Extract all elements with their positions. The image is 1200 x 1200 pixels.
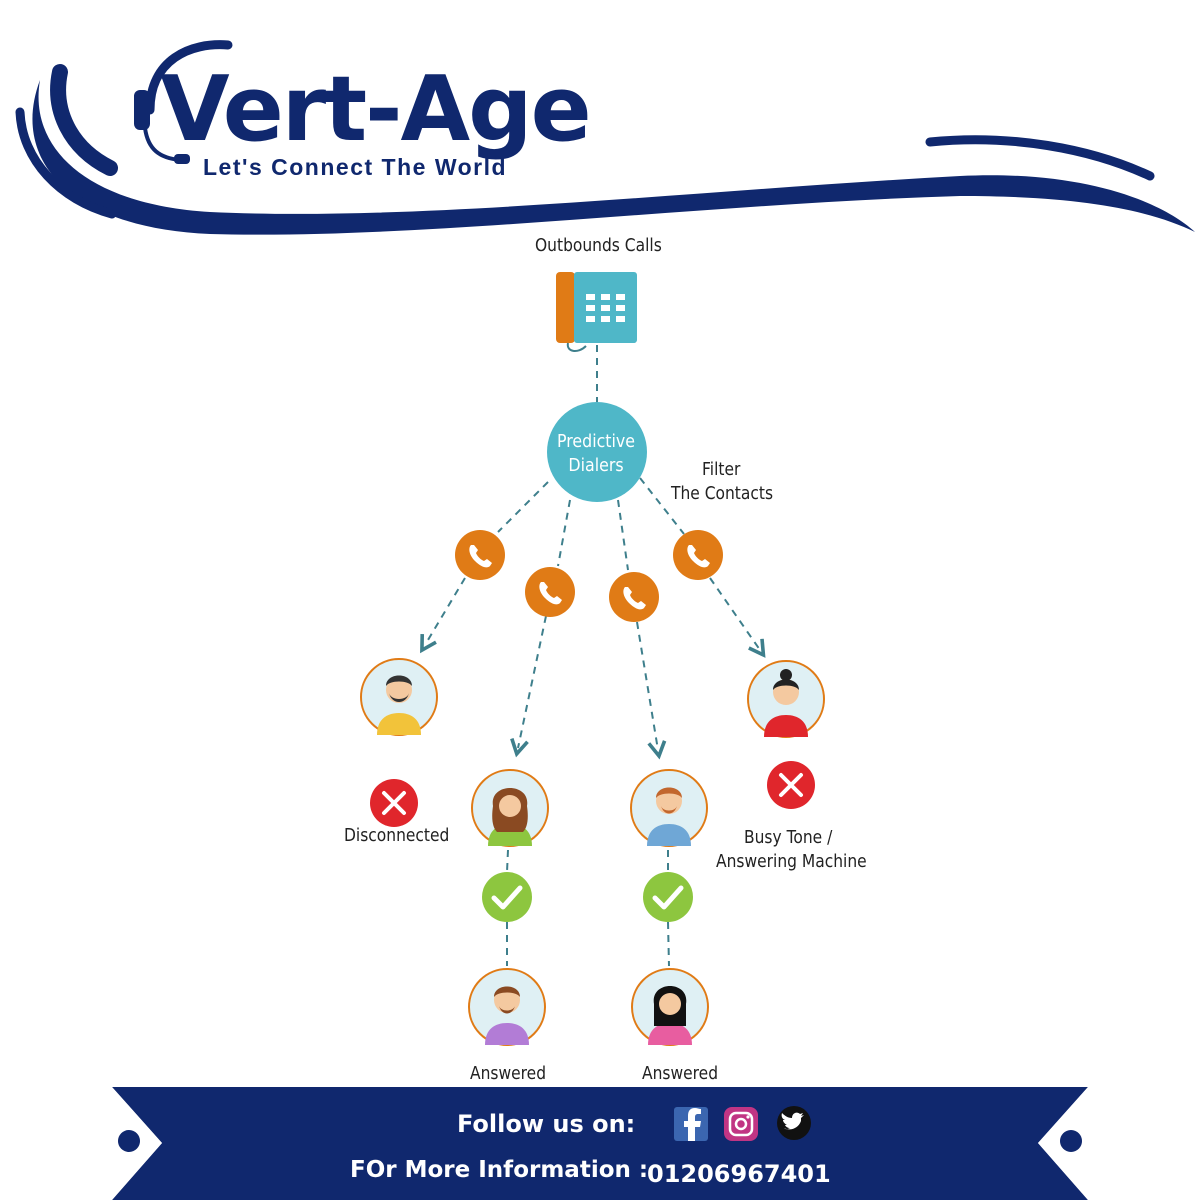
instagram-icon[interactable] bbox=[724, 1107, 758, 1141]
headset-logo-icon bbox=[134, 40, 233, 164]
contact-avatar-man bbox=[468, 968, 546, 1046]
busy-label-line2: Answering Machine bbox=[716, 851, 867, 872]
header-swoosh bbox=[15, 64, 1196, 235]
contact-avatar-man bbox=[360, 658, 438, 736]
more-info-label: FOr More Information : bbox=[350, 1157, 649, 1183]
answered-left-label: Answered bbox=[470, 1063, 547, 1084]
predictive-dialers-hub bbox=[547, 402, 647, 502]
brand-tagline: Let's Connect The World bbox=[203, 154, 508, 180]
disconnected-x-icon bbox=[370, 779, 418, 827]
filter-label-line2: The Contacts bbox=[671, 483, 774, 504]
contact-avatar-woman bbox=[471, 769, 549, 847]
footer-bullet-right bbox=[1038, 1087, 1200, 1200]
answered-right-label: Answered bbox=[642, 1063, 719, 1084]
call-icon bbox=[525, 567, 575, 617]
contact-avatar-man bbox=[630, 769, 708, 847]
call-icon bbox=[609, 572, 659, 622]
call-icon bbox=[455, 530, 505, 580]
twitter-icon[interactable] bbox=[777, 1106, 811, 1140]
phone-number[interactable]: 01206967401 bbox=[647, 1160, 831, 1188]
brand-name: Vert-Age bbox=[160, 57, 592, 162]
desk-phone-icon bbox=[556, 272, 637, 352]
busy-label-line1: Busy Tone / bbox=[744, 827, 833, 848]
answered-check-icon bbox=[482, 872, 532, 922]
contact-avatar-woman bbox=[747, 660, 825, 738]
contact-avatar-woman bbox=[631, 968, 709, 1046]
answered-check-icon bbox=[643, 872, 693, 922]
footer-bullet-left bbox=[0, 1087, 162, 1200]
call-icon bbox=[673, 530, 723, 580]
facebook-icon[interactable] bbox=[674, 1107, 708, 1141]
busy-x-icon bbox=[767, 761, 815, 809]
follow-us-label: Follow us on: bbox=[457, 1110, 636, 1138]
outbound-calls-label: Outbounds Calls bbox=[535, 235, 662, 256]
disconnected-label: Disconnected bbox=[344, 825, 450, 846]
connectors bbox=[420, 345, 766, 967]
filter-label-line1: Filter bbox=[702, 459, 741, 480]
footer-ribbon bbox=[112, 1087, 1088, 1200]
